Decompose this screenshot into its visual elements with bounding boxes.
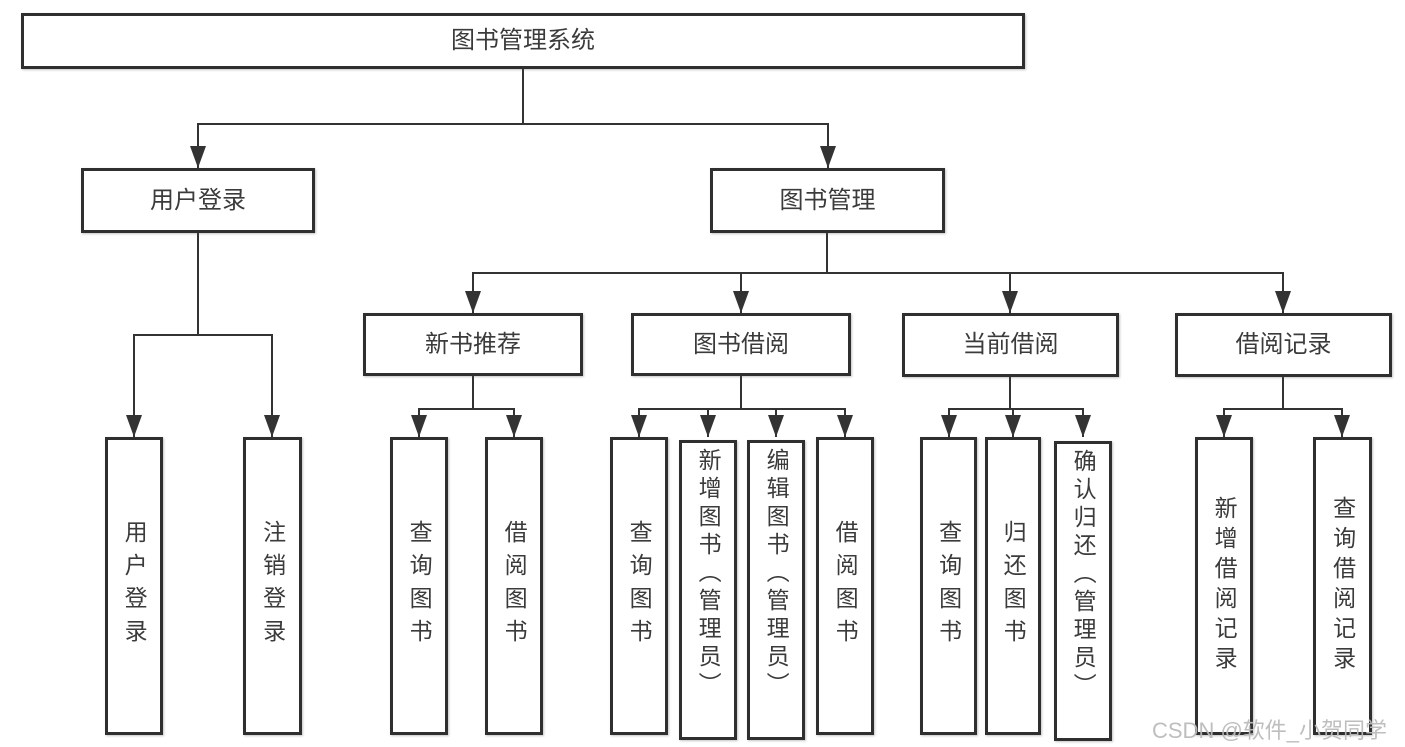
leaf-query-books-1-label: 查询图书 <box>406 520 433 652</box>
node-new-book-recommend-label: 新书推荐 <box>425 330 521 358</box>
node-book-management: 图书管理 <box>710 168 945 233</box>
connector-line <box>827 123 829 168</box>
leaf-query-books-3: 查询图书 <box>920 437 977 735</box>
connector-line <box>197 123 829 125</box>
node-current-borrow: 当前借阅 <box>902 313 1119 377</box>
node-root-label: 图书管理系统 <box>451 27 595 54</box>
connector-line <box>948 408 1084 410</box>
connector-line <box>271 334 273 437</box>
leaf-query-borrow-record: 查询借阅记录 <box>1313 437 1372 735</box>
node-root: 图书管理系统 <box>21 13 1025 69</box>
connector-line <box>522 68 524 125</box>
arrow-down-icon <box>1216 415 1232 437</box>
connector-line <box>472 376 474 409</box>
arrow-down-icon <box>465 291 481 313</box>
connector-line <box>418 408 515 410</box>
leaf-borrow-books-2-label: 借阅图书 <box>832 520 859 652</box>
arrow-down-icon <box>190 146 206 168</box>
connector-line <box>638 408 845 410</box>
leaf-query-borrow-record-label: 查询借阅记录 <box>1329 496 1356 676</box>
connector-line <box>197 123 199 168</box>
node-new-book-recommend: 新书推荐 <box>363 313 583 376</box>
csdn-watermark: CSDN @软件_小贺同学 <box>1152 718 1388 743</box>
leaf-edit-book-admin: 编辑图书（管理员） <box>747 440 805 740</box>
arrow-down-icon <box>700 415 716 437</box>
leaf-borrow-books-2: 借阅图书 <box>816 437 874 735</box>
connector-line <box>133 334 273 336</box>
arrow-down-icon <box>1005 415 1021 437</box>
arrow-down-icon <box>820 146 836 168</box>
connector-line <box>1282 376 1284 409</box>
arrow-down-icon <box>837 415 853 437</box>
node-user-login: 用户登录 <box>81 168 315 233</box>
arrow-down-icon <box>1002 291 1018 313</box>
leaf-query-books-1: 查询图书 <box>390 437 448 735</box>
arrow-down-icon <box>941 415 957 437</box>
node-current-borrow-label: 当前借阅 <box>962 331 1059 358</box>
arrow-down-icon <box>411 415 427 437</box>
connector-line <box>197 233 199 336</box>
leaf-add-borrow-record: 新增借阅记录 <box>1195 437 1253 735</box>
arrow-down-icon <box>768 415 784 437</box>
leaf-add-borrow-record-label: 新增借阅记录 <box>1211 496 1238 676</box>
node-borrow-records: 借阅记录 <box>1175 313 1392 377</box>
node-borrow-records-label: 借阅记录 <box>1235 331 1332 358</box>
leaf-return-books: 归还图书 <box>985 437 1041 735</box>
node-book-management-label: 图书管理 <box>779 186 876 214</box>
leaf-logout: 注销登录 <box>243 437 302 735</box>
connector-line <box>826 233 828 274</box>
connector-line <box>133 334 135 437</box>
arrow-down-icon <box>631 415 647 437</box>
leaf-confirm-return-admin: 确认归还（管理员） <box>1054 441 1112 741</box>
node-book-borrow-label: 图书借阅 <box>693 330 789 358</box>
leaf-query-books-2-label: 查询图书 <box>626 520 653 652</box>
leaf-confirm-return-admin-label: 确认归还（管理员） <box>1070 449 1097 701</box>
arrow-down-icon <box>1275 291 1291 313</box>
leaf-borrow-books-1: 借阅图书 <box>485 437 543 735</box>
arrow-down-icon <box>1334 415 1350 437</box>
leaf-borrow-books-1-label: 借阅图书 <box>501 520 528 652</box>
leaf-add-book-admin-label: 新增图书（管理员） <box>695 448 722 700</box>
leaf-query-books-2: 查询图书 <box>610 437 668 735</box>
connector-line <box>1223 408 1343 410</box>
leaf-add-book-admin: 新增图书（管理员） <box>679 440 737 740</box>
leaf-return-books-label: 归还图书 <box>1000 520 1027 652</box>
node-book-borrow: 图书借阅 <box>631 313 851 376</box>
arrow-down-icon <box>506 415 522 437</box>
leaf-logout-label: 注销登录 <box>259 520 286 652</box>
leaf-edit-book-admin-label: 编辑图书（管理员） <box>763 448 790 700</box>
connector-line <box>472 272 1284 274</box>
leaf-user-login-label: 用户登录 <box>121 520 148 652</box>
leaf-query-books-3-label: 查询图书 <box>935 520 962 652</box>
connector-line <box>740 376 742 409</box>
connector-line <box>1009 376 1011 409</box>
leaf-user-login: 用户登录 <box>105 437 163 735</box>
arrow-down-icon <box>1075 415 1091 437</box>
arrow-down-icon <box>733 291 749 313</box>
node-user-login-label: 用户登录 <box>150 186 246 214</box>
arrow-down-icon <box>264 415 280 437</box>
arrow-down-icon <box>126 415 142 437</box>
